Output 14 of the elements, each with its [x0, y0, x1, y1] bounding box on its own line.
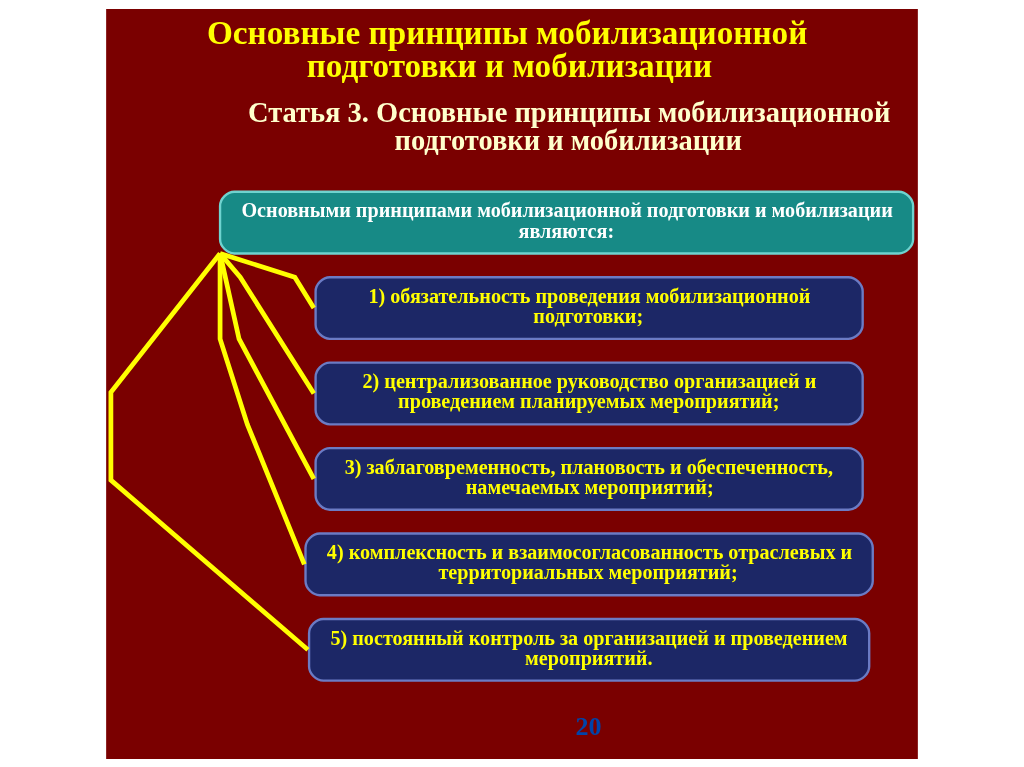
node-box: Основными принципами мобилизационной подготовки и мобилизации являются:: [218, 190, 915, 255]
connector: [108, 251, 310, 652]
label: Статья 3. Основные принципы мобилизационной подготовки и мобилизации: [247, 96, 891, 156]
connector: [217, 252, 316, 480]
label: 20: [575, 711, 602, 741]
node-box: 3) заблаговременность, плановость и обеспеченность, намечаемых мероприятий;: [314, 446, 864, 511]
node-box: 4) комплексность и взаимосогласованность отраслевых и территориальных мероприятий;: [304, 531, 874, 596]
node-box: 2) централизованное руководство организацией и проведением планируемых мероприятий;: [314, 360, 864, 426]
node-box: 1) обязательность проведения мобилизационной подготовки;: [314, 275, 864, 340]
diagram-title: Основные принципы мобилизационной подготовки и мобилизации: [207, 13, 808, 84]
connector: [219, 250, 316, 309]
connector: [217, 252, 307, 565]
connector: [218, 251, 316, 395]
node-box: 5) постоянный контроль за организацией и проведением мероприятий.: [307, 617, 871, 682]
